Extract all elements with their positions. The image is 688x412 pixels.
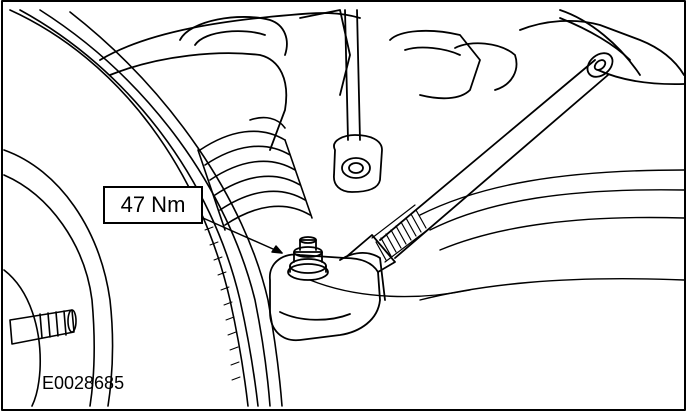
tie-rod-end: [269, 234, 396, 342]
figure-id-label: E0028685: [42, 373, 125, 393]
tie-rod: [379, 17, 631, 259]
cv-boot: [197, 116, 313, 231]
torque-callout: 47 Nm: [103, 186, 203, 224]
wheel-stud: [3, 269, 77, 407]
stabilizer-link: [333, 9, 383, 193]
control-arm: [99, 9, 685, 151]
disc-ticks: [204, 226, 241, 381]
brake-disc: [3, 9, 283, 407]
lower-contours: [309, 169, 685, 301]
callout-leader: [202, 217, 283, 254]
tie-rod-thread: [371, 204, 431, 263]
ball-joint-nut: [287, 236, 329, 281]
torque-label: 47 Nm: [120, 192, 186, 217]
